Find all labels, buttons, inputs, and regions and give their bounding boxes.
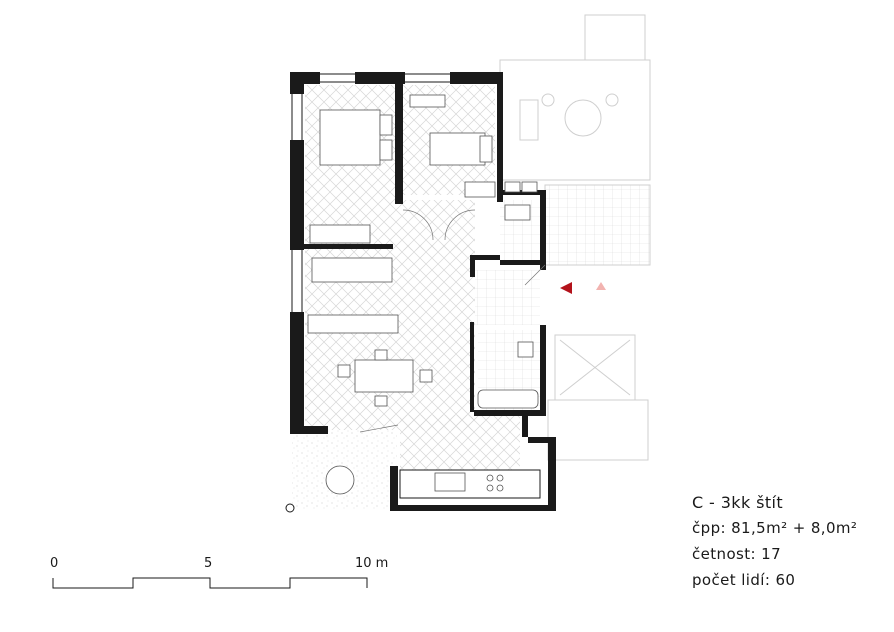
column-marker <box>285 503 295 513</box>
kitchen-floor <box>400 415 520 470</box>
terrace-table <box>325 465 355 495</box>
walls <box>290 72 556 511</box>
double-bed <box>319 109 381 166</box>
scale-label-10: 10 m <box>355 556 389 571</box>
dining-table <box>354 359 414 393</box>
unit-frequency: četnost: 17 <box>692 545 782 563</box>
bathtub <box>477 389 539 409</box>
bed <box>429 132 486 166</box>
sideboard <box>307 314 399 334</box>
scale-label-5: 5 <box>204 556 213 571</box>
scale-bar <box>52 577 368 589</box>
entry-marker <box>560 282 572 294</box>
sofa <box>311 257 393 283</box>
windows <box>291 73 450 312</box>
entry-floor <box>475 270 540 325</box>
neighbor-unit <box>499 14 651 461</box>
unit-area: čpp: 81,5m² + 8,0m² <box>692 519 858 537</box>
scale-label-0: 0 <box>50 556 59 571</box>
neighbor-entry-marker <box>596 282 606 290</box>
doors <box>359 209 546 433</box>
furniture <box>307 94 539 495</box>
unit-people: počet lidí: 60 <box>692 571 796 589</box>
unit-title: C - 3kk štít <box>692 493 784 512</box>
hall-floor <box>400 200 475 250</box>
